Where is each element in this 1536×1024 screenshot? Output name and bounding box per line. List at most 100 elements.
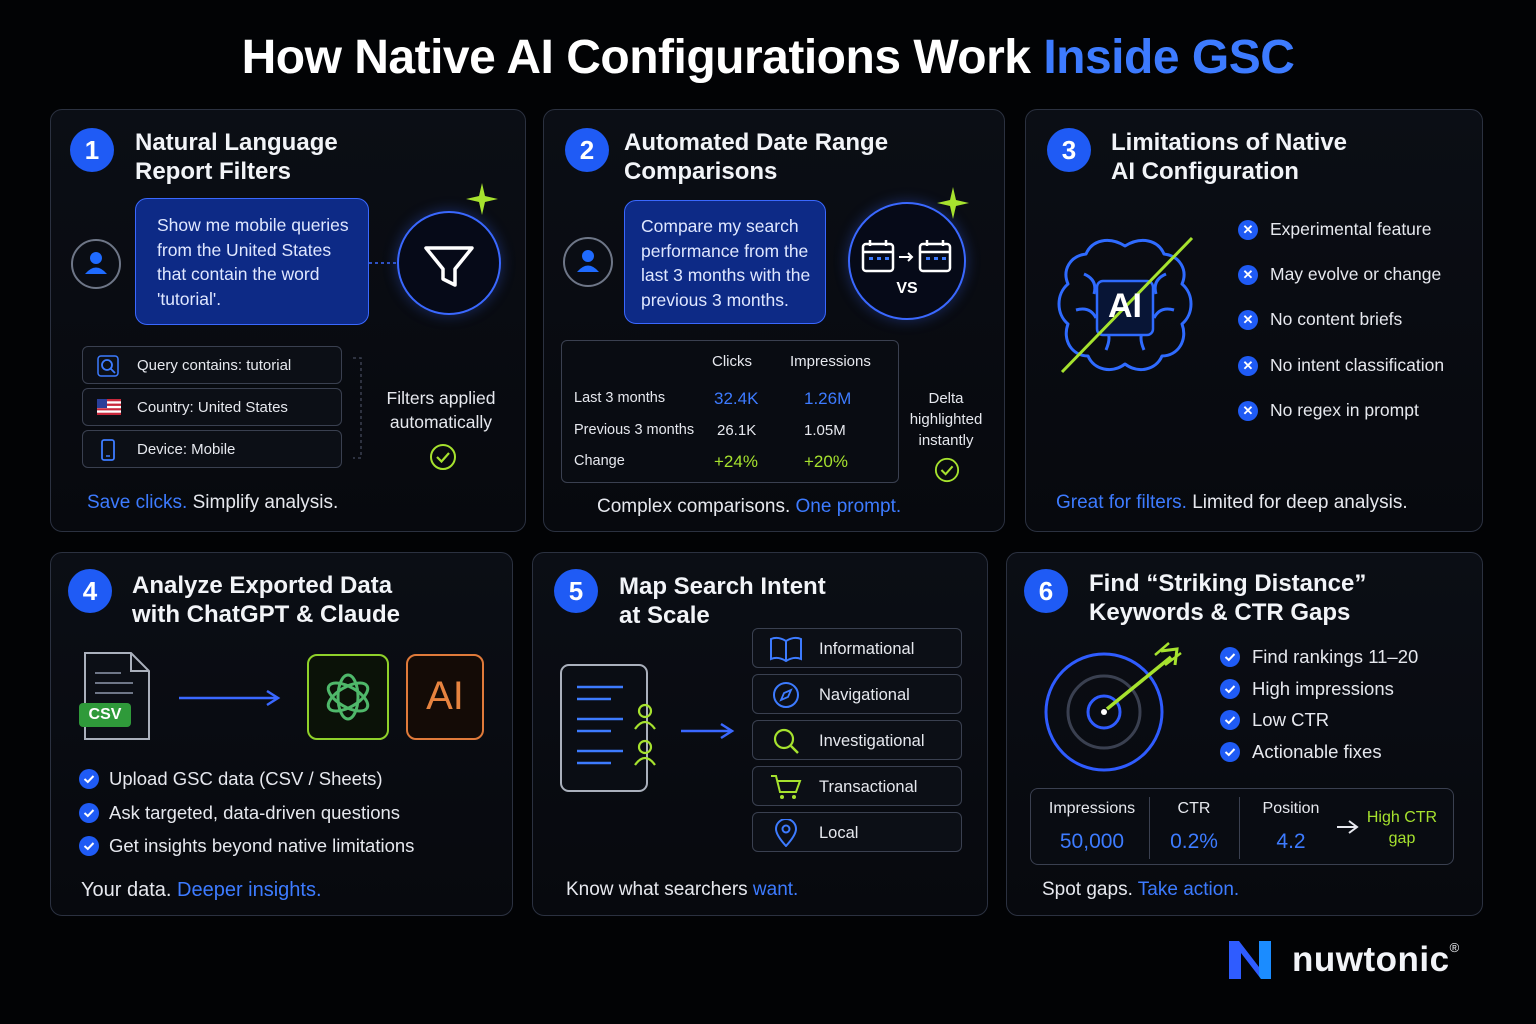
card-title: Automated Date Range Comparisons <box>624 129 889 185</box>
cart-icon <box>769 773 803 806</box>
metric-label: CTR <box>1177 800 1211 817</box>
arrow-right-icon <box>681 722 735 740</box>
row-label: Last 3 months <box>574 390 666 406</box>
card-title: Natural Language Report Filters <box>135 129 338 185</box>
calendar-compare-icon: VS <box>848 202 966 320</box>
card-title: Analyze Exported Data with ChatGPT & Cla… <box>132 572 401 628</box>
metric-value: 0.2% <box>1170 830 1218 853</box>
metric-label: Position <box>1262 800 1320 817</box>
step-badge: 1 <box>70 128 114 172</box>
card-tagline: Spot gaps. Take action. <box>1042 879 1240 900</box>
limitation-item: Experimental feature <box>1270 219 1432 239</box>
check-icon <box>1220 710 1240 730</box>
metric-value: 4.2 <box>1276 830 1306 853</box>
table-cell: +24% <box>714 452 758 471</box>
brain-ai-label: AI <box>1108 287 1142 325</box>
card-tagline: Save clicks. Simplify analysis. <box>87 492 339 513</box>
filter-chip-query: Query contains: tutorial <box>82 346 342 384</box>
target-arrow-icon <box>1044 642 1182 772</box>
filter-chip-country: Country: United States <box>82 388 342 426</box>
mobile-phone-icon <box>100 439 116 465</box>
check-icon <box>1220 679 1240 699</box>
card-tagline: Complex comparisons. One prompt. <box>597 496 902 517</box>
benefit-item: Get insights beyond native limitations <box>109 835 415 856</box>
intent-local: Local <box>752 812 962 852</box>
user-avatar-icon <box>71 239 121 289</box>
brand-logo: nuwtonic® <box>1226 934 1476 986</box>
table-cell: 32.4K <box>714 389 759 408</box>
table-cell: 1.26M <box>804 389 852 408</box>
metrics-panel: Impressions 50,000 CTR 0.2% Position 4.2… <box>1030 788 1454 865</box>
card-striking-distance: 6 Find “Striking Distance” Keywords & CT… <box>1006 552 1483 916</box>
metric-label: Impressions <box>1048 800 1136 817</box>
card-search-intent: 5 Map Search Intent at Scale Information… <box>532 552 988 916</box>
arrow-right-icon <box>179 689 281 707</box>
row-label: Previous 3 months <box>574 422 695 438</box>
step-badge: 4 <box>68 569 112 613</box>
card-natural-language-filters: 1 Natural Language Report Filters Show m… <box>50 109 526 532</box>
card-tagline: Know what searchers want. <box>566 879 799 900</box>
auto-filter-note: Filters applied automatically <box>386 388 496 432</box>
title-highlight: Inside GSC <box>1043 31 1295 84</box>
check-circle-icon <box>430 444 456 470</box>
metric-value: 50,000 <box>1059 830 1125 853</box>
us-flag-icon <box>97 399 121 419</box>
prompt-bubble: Show me mobile queries from the United S… <box>135 198 369 325</box>
check-icon <box>79 769 99 789</box>
card-title: Map Search Intent at Scale <box>619 573 826 629</box>
check-icon <box>79 803 99 823</box>
comparison-table: Clicks Impressions Last 3 months 32.4K 1… <box>561 340 899 483</box>
claude-ai-logo-icon: AI <box>406 654 484 740</box>
check-circle-icon <box>934 457 960 483</box>
step-badge: 5 <box>554 569 598 613</box>
chatgpt-logo-icon <box>307 654 389 740</box>
sparkle-icon <box>466 183 498 215</box>
benefit-item: Actionable fixes <box>1252 741 1382 762</box>
benefit-item: Low CTR <box>1252 709 1330 730</box>
row-label: Change <box>574 453 625 469</box>
title-main: How Native AI Configurations Work <box>241 31 1031 84</box>
limitation-item: No intent classification <box>1270 355 1445 375</box>
intent-navigational: Navigational <box>752 674 962 714</box>
x-icon: ✕ <box>1238 265 1258 285</box>
check-icon <box>1220 647 1240 667</box>
card-date-comparisons: 2 Automated Date Range Comparisons Compa… <box>543 109 1005 532</box>
delta-note: Delta highlighted instantly <box>909 390 983 449</box>
check-icon <box>79 836 99 856</box>
csv-file-icon: CSV <box>77 651 153 743</box>
brand-name: nuwtonic® <box>1292 940 1460 979</box>
csv-label: CSV <box>88 706 122 723</box>
page-title: How Native AI Configurations Work Inside… <box>0 30 1536 85</box>
x-icon: ✕ <box>1238 356 1258 376</box>
user-avatar-icon <box>563 237 613 287</box>
arrow-right-icon <box>1337 820 1359 834</box>
step-badge: 6 <box>1024 569 1068 613</box>
x-icon: ✕ <box>1238 310 1258 330</box>
nuwtonic-logo-icon <box>1229 941 1271 979</box>
sparkle-icon <box>937 187 969 219</box>
card-limitations: 3 Limitations of Native AI Configuration… <box>1025 109 1483 532</box>
card-title: Limitations of Native AI Configuration <box>1111 129 1348 185</box>
benefit-item: Ask targeted, data-driven questions <box>109 802 401 823</box>
benefit-item: Upload GSC data (CSV / Sheets) <box>109 768 383 789</box>
x-icon: ✕ <box>1238 401 1258 421</box>
divider <box>1239 797 1240 859</box>
benefit-item: High impressions <box>1252 678 1394 699</box>
filter-chip-device: Device: Mobile <box>82 430 342 468</box>
limitation-item: No regex in prompt <box>1270 400 1419 420</box>
location-pin-icon <box>769 818 803 852</box>
vs-label: VS <box>896 280 918 297</box>
dashed-connector <box>369 262 397 264</box>
intent-investigational: Investigational <box>752 720 962 760</box>
ai-brain-icon: AI <box>1054 234 1196 382</box>
intent-informational: Informational <box>752 628 962 668</box>
check-icon <box>1220 742 1240 762</box>
table-cell: +20% <box>804 452 848 471</box>
search-icon <box>97 355 119 381</box>
card-export-analysis: 4 Analyze Exported Data with ChatGPT & C… <box>50 552 513 916</box>
card-tagline: Great for filters. Limited for deep anal… <box>1056 492 1408 513</box>
bracket-connector <box>353 357 362 459</box>
step-badge: 3 <box>1047 128 1091 172</box>
card-title: Find “Striking Distance” Keywords & CTR … <box>1089 570 1367 626</box>
intent-transactional: Transactional <box>752 766 962 806</box>
